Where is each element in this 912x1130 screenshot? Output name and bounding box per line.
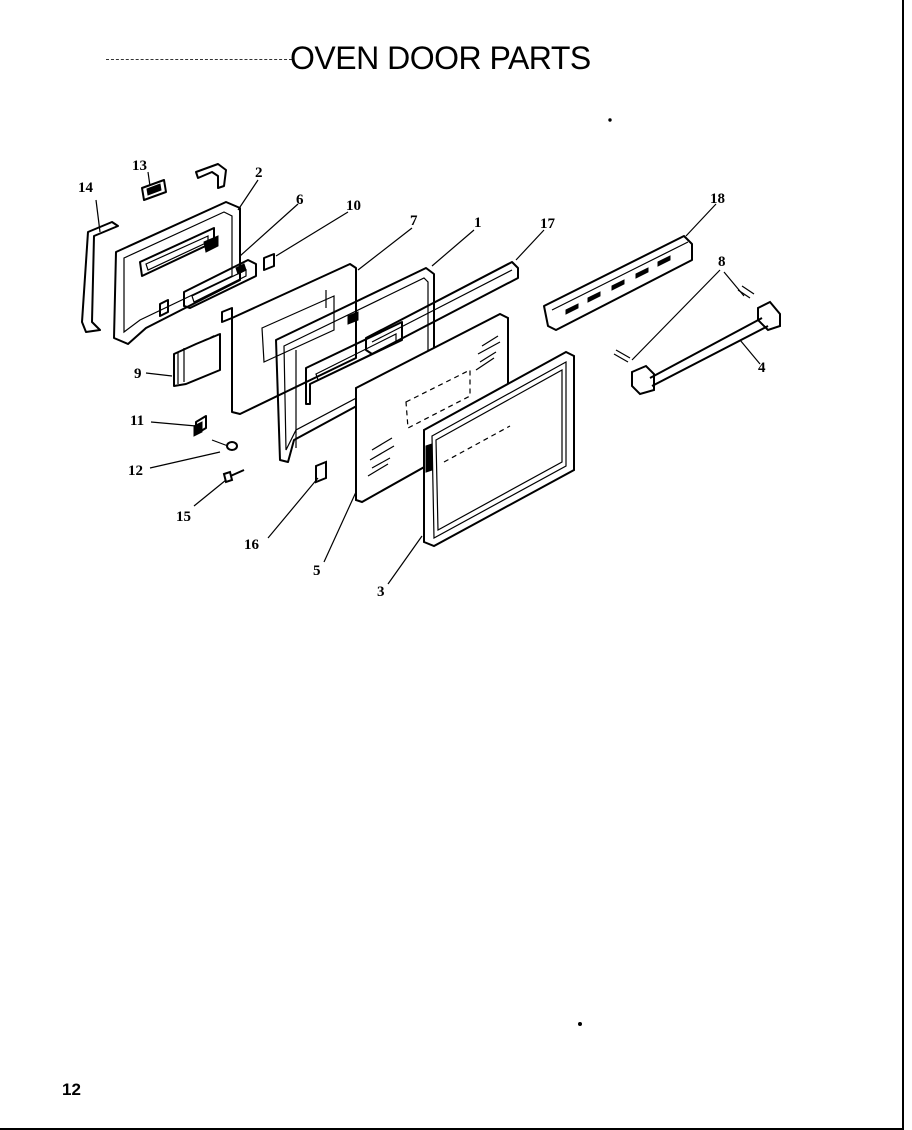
callout-4: 4	[758, 360, 766, 376]
callout-8: 8	[718, 254, 726, 270]
part-18-handle-mount	[543, 235, 693, 331]
callout-9: 9	[134, 366, 142, 382]
callout-1: 1	[474, 215, 482, 231]
part-17-top-trim	[365, 261, 519, 355]
part-2-outer-panel	[113, 201, 241, 345]
callout-14: 14	[78, 180, 94, 196]
callout-2: 2	[255, 165, 263, 181]
callout-17: 17	[540, 216, 556, 232]
callout-7: 7	[410, 213, 418, 229]
title-dash-line	[106, 59, 292, 60]
part-3-door-frame	[423, 350, 575, 548]
part-16-bumper	[315, 460, 327, 484]
part-12-spacer	[211, 439, 238, 451]
part-10-clip	[263, 253, 275, 271]
callout-10: 10	[346, 198, 361, 214]
part-9-hinge-channel	[173, 333, 221, 387]
hook-part	[195, 163, 227, 189]
part-14-gasket	[81, 221, 119, 333]
callout-18: 18	[710, 191, 725, 207]
callout-16: 16	[244, 537, 260, 553]
callout-3: 3	[377, 584, 385, 600]
callout-5: 5	[313, 563, 321, 579]
part-13-bracket	[141, 179, 167, 201]
callout-labels: 1 2 3 4 5 6 7 8 9 10 11 12 13 14 15 16 1…	[78, 158, 766, 600]
page-number: 12	[62, 1080, 81, 1099]
callout-13: 13	[132, 158, 147, 174]
page-title: OVEN DOOR PARTS	[290, 40, 591, 76]
part-7-insulation	[231, 263, 357, 415]
part-6-window-strip	[183, 259, 257, 309]
callout-11: 11	[130, 413, 144, 429]
part-4-door-handle	[613, 285, 781, 396]
part-15-screw	[222, 469, 245, 484]
callout-12: 12	[128, 463, 143, 479]
leader-lines	[95, 171, 761, 585]
callout-15: 15	[176, 509, 191, 525]
scan-specks	[578, 118, 612, 1026]
callout-6: 6	[296, 192, 304, 208]
